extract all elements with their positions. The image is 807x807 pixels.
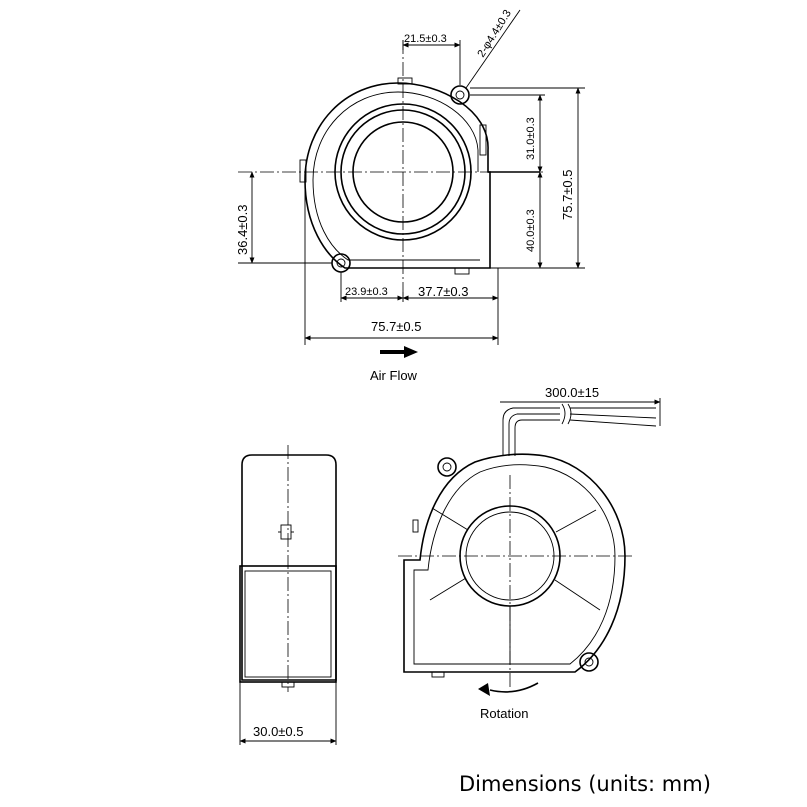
side-bottom-tab: [281, 681, 295, 688]
front-spokes: [429, 507, 601, 664]
top-view: 21.5±0.3 2-φ4.4±0.3 31.0±0.3 40.0±0.3 75…: [235, 8, 585, 383]
ext-line: [569, 419, 657, 427]
dim-outlet-lower-text: 40.0±0.3: [525, 209, 537, 252]
front-housing-inner-outline: [413, 464, 616, 665]
front-cable-wire-1: [502, 407, 560, 456]
top-tab-top: [397, 77, 413, 85]
ext-line: [569, 413, 657, 419]
front-mount-hole-upper-inner: [442, 462, 452, 472]
dim-left-height-text: 36.4±0.3: [235, 204, 250, 255]
top-mount-hole-lower: [331, 253, 351, 273]
front-mount-hole-lower-inner: [584, 657, 594, 667]
rotation-label: Rotation: [480, 706, 528, 721]
top-tab-right: [479, 124, 487, 156]
top-mount-hole-upper-inner: [455, 90, 465, 100]
front-housing-outline: [403, 453, 626, 673]
side-connector-tab: [280, 524, 292, 540]
front-bottom-tab: [431, 671, 445, 678]
rotation-arrow-icon: [489, 682, 539, 693]
top-mount-hole-upper: [450, 85, 470, 105]
leader-hole-dia: [465, 9, 521, 89]
top-mount-hole-lower-inner: [336, 258, 346, 268]
front-mount-hole-upper: [437, 457, 457, 477]
front-side-tab: [412, 519, 419, 533]
side-view: 30.0±0.5: [239, 445, 337, 745]
dim-cable-text: 300.0±15: [545, 385, 599, 400]
air-flow-arrow-icon: [380, 346, 418, 358]
dim-width-text: 75.7±0.5: [371, 319, 422, 334]
dim-outlet-upper-text: 31.0±0.3: [525, 117, 537, 160]
front-cable-wire-2: [508, 413, 560, 456]
front-cable-break-mark: [561, 403, 572, 425]
dim-bottom-right-text: 37.7±0.3: [418, 284, 469, 299]
dim-height-text: 75.7±0.5: [560, 169, 575, 220]
side-body-outline: [241, 454, 337, 681]
rotation-arrowhead-icon: [478, 683, 490, 696]
dim-thickness-text: 30.0±0.5: [253, 724, 304, 739]
front-view: 300.0±15 Rotation: [398, 385, 661, 721]
page-title: Dimensions (units: mm): [459, 772, 711, 796]
top-tab-left: [299, 159, 307, 183]
dim-bottom-left-text: 23.9±0.3: [345, 286, 388, 298]
top-tab-bottom: [454, 267, 470, 275]
front-cable-wire-3: [514, 419, 560, 456]
dim-hole-dia-text: 2-φ4.4±0.3: [475, 8, 514, 60]
air-flow-label: Air Flow: [370, 368, 418, 383]
front-mount-hole-lower: [579, 652, 599, 672]
top-housing-inner-outline: [312, 91, 480, 261]
dim-hole-offset-text: 21.5±0.3: [404, 33, 447, 45]
